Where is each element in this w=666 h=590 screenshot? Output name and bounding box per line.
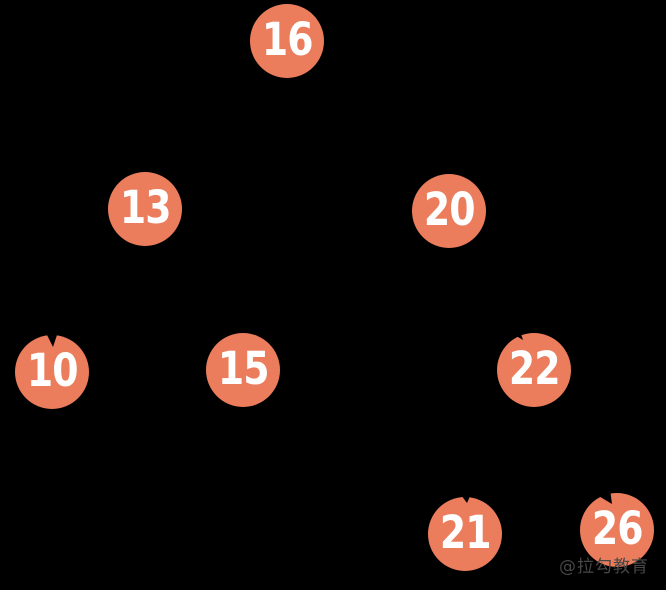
- watermark: @拉勾教育: [559, 557, 649, 577]
- tree-node-26: 26: [580, 493, 654, 567]
- tree-node-15: 15: [206, 333, 280, 407]
- node-value: 16: [261, 12, 314, 66]
- node-value: 20: [423, 182, 476, 236]
- node-value: 26: [591, 501, 644, 555]
- tree-node-21: 21: [428, 497, 502, 571]
- tree-node-22: 22: [497, 333, 571, 407]
- tree-node-20: 20: [412, 174, 486, 248]
- tree-node-10: 10: [15, 335, 89, 409]
- node-value: 10: [26, 343, 79, 397]
- node-value: 13: [119, 180, 172, 234]
- node-value: 22: [508, 341, 561, 395]
- tree-node-13: 13: [108, 172, 182, 246]
- tree-node-16: 16: [250, 4, 324, 78]
- node-value: 15: [217, 341, 270, 395]
- node-value: 21: [439, 505, 492, 559]
